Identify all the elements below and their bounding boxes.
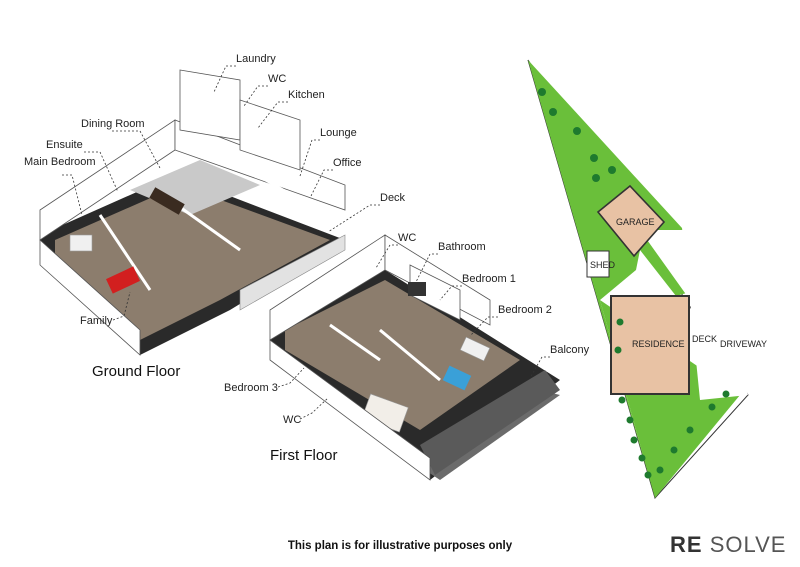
label-family: Family [80,315,113,327]
tree-icon [614,346,622,354]
label-laundry: Laundry [236,53,276,65]
deck-area [239,234,346,311]
label-bedroom-3: Bedroom 3 [224,382,278,394]
tree-icon [592,174,600,182]
label-main-bedroom: Main Bedroom [24,156,96,168]
trees [538,88,730,479]
main-bed [69,234,93,252]
ground-floor-carpet [55,185,330,340]
tree-icon [708,403,716,411]
residence-building [610,295,690,395]
kitchen-wall [239,99,301,171]
label-ensuite: Ensuite [46,139,83,151]
tree-icon [608,166,616,174]
garage-building [596,184,666,258]
dining-table [149,187,185,215]
disclaimer-text: This plan is for illustrative purposes o… [287,540,513,552]
tree-icon [656,466,664,474]
tree-icon [722,390,730,398]
driveway-label: DRIVEWAY [720,339,767,349]
first-floor-labels: WC Bathroom Bedroom 1 Bedroom 2 Balcony … [224,232,590,464]
ground-floor-front-wall [39,239,141,356]
label-bedroom-2: Bedroom 2 [498,304,552,316]
first-floor-model [269,234,560,481]
shed-label: SHED [590,260,616,270]
tree-icon [549,108,557,116]
red-sofa [106,266,140,294]
label-kitchen: Kitchen [288,89,325,101]
tree-icon [618,396,626,404]
label-balcony: Balcony [550,344,590,356]
lawn-upper [528,60,690,498]
tree-icon [626,416,634,424]
tree-icon [573,127,581,135]
balcony-floor-texture [420,370,560,475]
laundry-block [179,69,241,141]
label-dining-room: Dining Room [81,118,145,130]
tree-icon [630,436,638,444]
bed-bedroom-2-blue [442,365,472,391]
ground-floor-labels: Laundry WC Kitchen Dining Room Lounge En… [24,53,406,380]
bed-bedroom-1 [459,336,491,362]
label-wc-upper: WC [398,232,416,244]
shed-building [586,250,610,278]
partition-wall [239,163,301,202]
partition-wall [98,214,152,291]
label-bathroom: Bathroom [438,241,486,253]
site-plan: GARAGE SHED RESIDENCE DECK DRIVEWAY [527,59,767,500]
tree-icon [638,454,646,462]
first-floor-front-wall [269,339,431,481]
label-bedroom-1: Bedroom 1 [462,273,516,285]
bathroom-shower [408,282,426,296]
label-deck: Deck [380,192,406,204]
ground-floor-title: Ground Floor [92,363,180,380]
driveway-area [640,230,748,400]
label-office: Office [333,157,362,169]
label-wc: WC [268,73,286,85]
tree-icon [670,446,678,454]
ground-floor-model [39,69,346,356]
brand-light: SOLVE [709,532,787,557]
first-floor-carpet [285,280,520,430]
deck-label-site: DECK [692,334,717,344]
tree-icon [616,318,624,326]
residence-label: RESIDENCE [632,339,685,349]
tree-icon [644,471,652,479]
label-lounge: Lounge [320,127,357,139]
brand-logo: RE SOLVE [670,532,786,558]
partition-wall [379,328,441,382]
tree-icon [590,154,598,162]
label-wc-lower: WC [283,414,301,426]
tree-icon [538,88,546,96]
partition-wall [329,323,381,362]
tree-icon [686,426,694,434]
garage-label: GARAGE [616,217,655,227]
brand-bold: RE [670,532,703,557]
first-floor-title: First Floor [270,447,338,464]
